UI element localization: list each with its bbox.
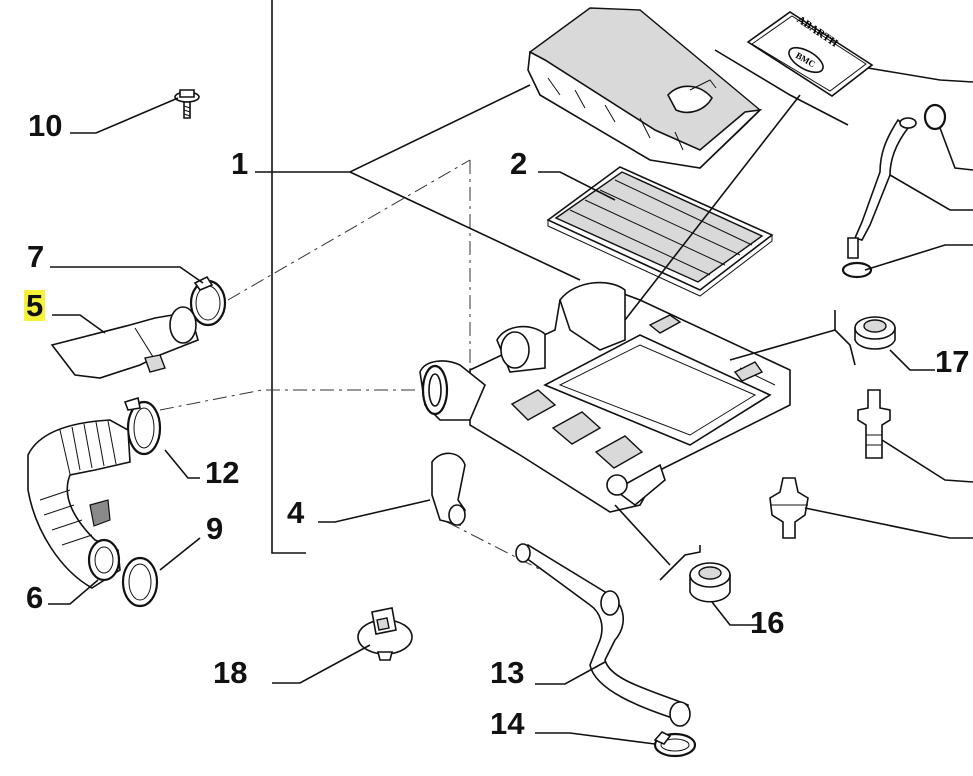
elbow-hose-part-4 (431, 452, 466, 526)
grommet-part-17 (854, 316, 896, 350)
air-box-housing (419, 281, 791, 513)
callout-1: 1 (231, 146, 249, 181)
callout-7: 7 (27, 239, 45, 274)
callout-12: 12 (205, 455, 240, 490)
engine-cover (527, 7, 763, 169)
hose-clamp-part-12 (123, 396, 162, 456)
callout-17: 17 (935, 344, 970, 379)
hose-clamp-part-9 (121, 556, 159, 608)
callout-13: 13 (490, 655, 525, 690)
clip-part-18 (357, 607, 413, 661)
callout-9: 9 (206, 511, 224, 546)
assembly-bracket-line (271, 0, 306, 554)
callout-16: 16 (750, 605, 785, 640)
intake-duct-part-5 (50, 306, 199, 379)
callout-6: 6 (26, 580, 44, 615)
callout-14: 14 (490, 706, 525, 741)
hose-clamp-part-7 (189, 275, 227, 327)
badge-plate: ABARTH BMC (746, 11, 874, 97)
grommet-part-16 (689, 562, 731, 603)
mount-stud-right (769, 477, 809, 539)
breather-hose-part-13 (515, 543, 691, 727)
air-filter-element (546, 166, 774, 297)
scorpion-logo-icon (667, 79, 717, 114)
corrugated-hose-part-6 (27, 419, 131, 589)
callout-10: 10 (28, 108, 63, 143)
bolt-part-10 (174, 89, 200, 119)
callout-2: 2 (510, 146, 528, 181)
callout-4: 4 (287, 495, 305, 530)
callout-18: 18 (213, 655, 248, 690)
vent-tube-right (841, 103, 947, 279)
mount-pin-right (857, 389, 891, 459)
leader-lines (48, 49, 973, 745)
callout-5: 5 (24, 288, 46, 323)
hose-clamp-part-14 (653, 731, 697, 758)
